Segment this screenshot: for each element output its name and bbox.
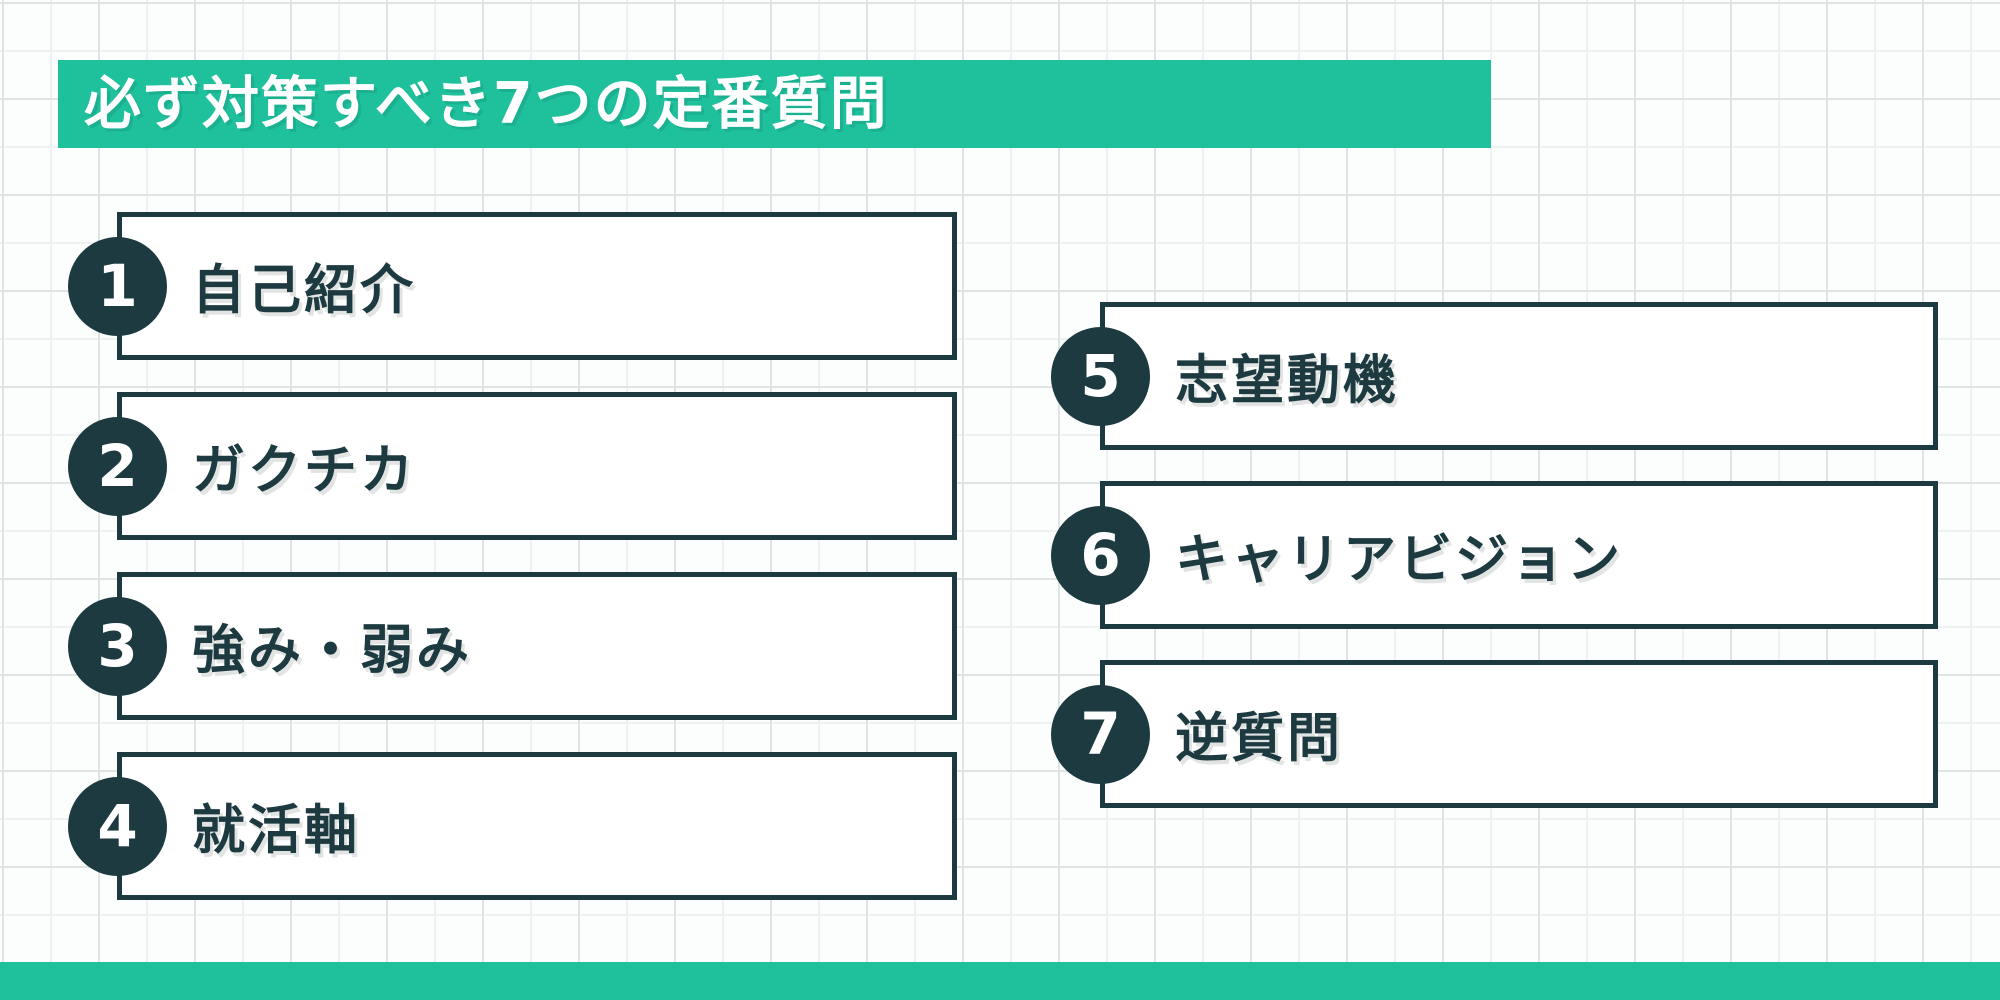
number-text: 2 (97, 432, 138, 500)
question-item-4: 4 就活軸 (68, 752, 957, 900)
number-text: 5 (1080, 342, 1121, 410)
number-text: 3 (97, 612, 138, 680)
number-badge-6: 6 (1051, 505, 1150, 605)
number-badge-4: 4 (68, 776, 167, 876)
bottom-bar (0, 962, 2000, 1000)
question-label-1: 自己紹介 (192, 260, 416, 321)
number-badge-7: 7 (1051, 684, 1150, 784)
number-badge-5: 5 (1051, 326, 1150, 426)
question-label-4: 就活軸 (192, 800, 360, 861)
page-title: 必ず対策すべき7つの定番質問 (84, 70, 889, 137)
question-item-6: 6 キャリアビジョン (1051, 481, 1938, 629)
number-badge-2: 2 (68, 416, 167, 516)
question-label-3: 強み・弱み (192, 620, 472, 681)
title-bar: 必ず対策すべき7つの定番質問 (58, 60, 1491, 148)
question-item-1: 1 自己紹介 (68, 212, 957, 360)
number-badge-3: 3 (68, 596, 167, 696)
question-item-2: 2 ガクチカ (68, 392, 957, 540)
question-label-6: キャリアビジョン (1175, 529, 1623, 590)
question-label-5: 志望動機 (1175, 350, 1399, 411)
question-item-7: 7 逆質問 (1051, 660, 1938, 808)
question-label-2: ガクチカ (192, 440, 416, 501)
number-text: 4 (97, 792, 138, 860)
question-item-3: 3 強み・弱み (68, 572, 957, 720)
number-text: 7 (1080, 700, 1121, 768)
question-label-7: 逆質問 (1175, 708, 1343, 769)
number-text: 6 (1080, 521, 1121, 589)
question-item-5: 5 志望動機 (1051, 302, 1938, 450)
number-badge-1: 1 (68, 236, 167, 336)
number-text: 1 (97, 252, 138, 320)
